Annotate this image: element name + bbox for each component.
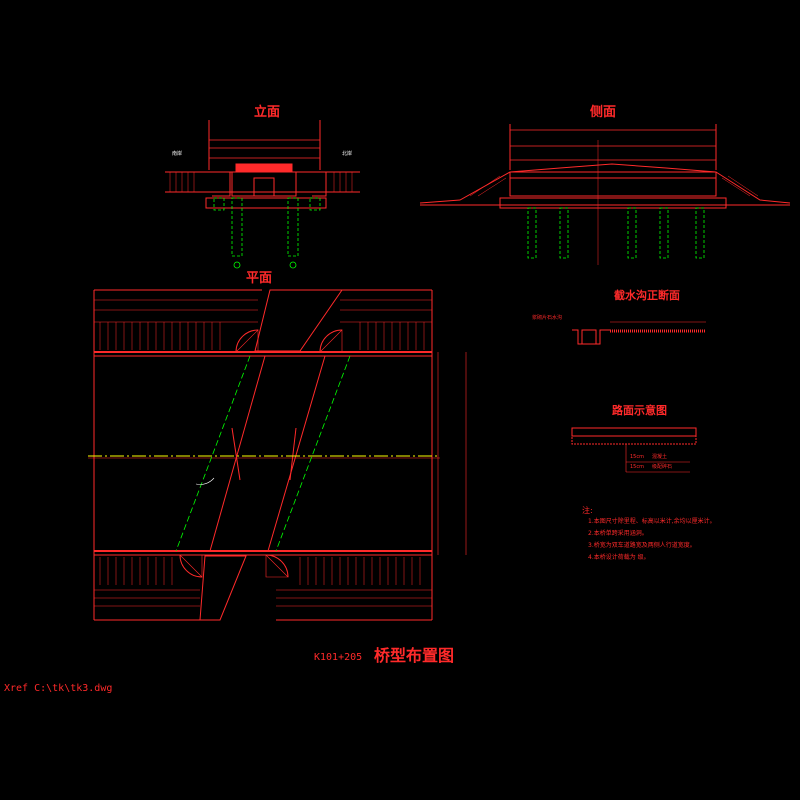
note-item-2: 2.本桥单跨采用涵洞。 <box>588 530 648 537</box>
note-item-3: 3.桥宽为双车道路宽及两侧人行道宽度。 <box>588 542 696 549</box>
pavement-section-title: 路面示意图 <box>612 404 667 417</box>
notes-heading: 注: <box>582 506 593 515</box>
elevation-right-label: 北岸 <box>342 151 353 157</box>
side-piles <box>527 207 705 259</box>
plan-title: 平面 <box>246 271 273 286</box>
ditch-section <box>572 321 706 345</box>
ditch-section-title: 截水沟正断面 <box>614 289 680 302</box>
pavement-section <box>571 427 697 473</box>
xref-path: Xref C:\tk\tk3.dwg <box>4 683 113 694</box>
side-view <box>419 124 791 265</box>
elevation-title: 立面 <box>254 105 281 120</box>
elevation-view <box>165 120 360 209</box>
drawing-title: 桥型布置图 <box>374 646 455 665</box>
pavement-layer-1-thickness: 15cm <box>630 454 644 460</box>
elevation-piles <box>213 197 321 257</box>
note-item-4: 4.本桥设计荷载为 级。 <box>588 554 650 561</box>
pavement-layer-2-thickness: 15cm <box>630 464 644 470</box>
ditch-left-label: 浆砌片石水沟 <box>532 315 563 321</box>
note-item-1: 1.本图尺寸除里程、标高以米计,余均以厘米计。 <box>588 518 716 525</box>
plan-view <box>93 289 467 621</box>
side-title: 侧面 <box>590 105 617 120</box>
pavement-layer-1-material: 混凝土 <box>652 454 668 460</box>
plan-hatch <box>99 322 425 585</box>
pavement-layer-2-material: 级配碎石 <box>652 464 673 470</box>
station-label: K101+205 <box>314 652 363 663</box>
elevation-left-label: 南岸 <box>172 151 183 157</box>
pier-axes <box>175 355 351 552</box>
